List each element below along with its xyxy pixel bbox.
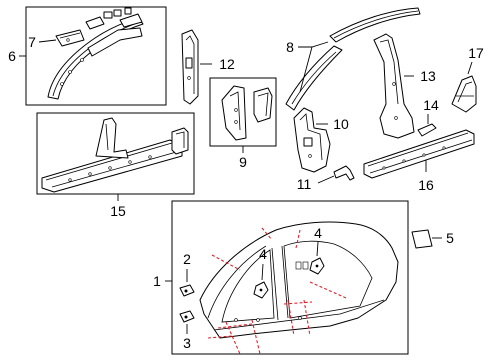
callout-1: 1 <box>153 273 161 289</box>
roof-rail-part <box>47 7 144 100</box>
section-cut-lines <box>207 227 347 355</box>
callout-16: 16 <box>418 177 434 193</box>
body-side-outer-part <box>199 221 399 339</box>
rocker-outer-part <box>363 129 475 179</box>
callout-11: 11 <box>297 176 312 192</box>
roof-side-rail-outer-part <box>329 7 421 43</box>
callout-3: 3 <box>183 335 191 351</box>
callout-15: 15 <box>110 203 126 219</box>
rocker-panel-part <box>41 139 183 193</box>
callout-13: 13 <box>420 68 436 84</box>
rocker-end-bracket-part <box>171 127 189 155</box>
fuel-door-part <box>411 229 433 249</box>
roof-rail-bracket-part <box>55 29 85 47</box>
callout-2: 2 <box>183 251 191 267</box>
callout-14: 14 <box>423 97 439 113</box>
hinge-pillar-bracket-part <box>253 87 273 123</box>
callout-12: 12 <box>219 56 235 72</box>
callout-5: 5 <box>446 230 454 246</box>
rocker-bracket-part <box>333 165 355 181</box>
front-hinge-pillar-panel-part <box>293 107 331 173</box>
hinge-pillar-upper-part <box>181 29 199 105</box>
grommet-part-3 <box>179 310 195 323</box>
callout-10: 10 <box>333 116 349 132</box>
grommet-part-2 <box>179 284 195 297</box>
bracket-part-4-right <box>309 257 325 275</box>
callout-8: 8 <box>286 39 294 55</box>
group-box-15 <box>36 112 195 195</box>
group-box-1 <box>171 200 409 355</box>
callout-17: 17 <box>468 45 484 61</box>
rocker-reinforcement-part <box>417 123 437 137</box>
center-pillar-inner-part <box>373 33 415 139</box>
quarter-inner-extension-part <box>451 75 477 113</box>
callout-6: 6 <box>8 48 16 64</box>
center-pillar-lower-part <box>95 117 129 159</box>
callout-9: 9 <box>239 154 247 170</box>
callout-7: 7 <box>28 34 36 50</box>
callout-4-right: 4 <box>314 225 322 241</box>
windshield-pillar-reinforcement-part <box>285 45 343 111</box>
hinge-pillar-reinforcement-part <box>221 85 247 141</box>
bracket-part-4-left <box>253 281 269 299</box>
callout-4-left: 4 <box>259 246 267 262</box>
